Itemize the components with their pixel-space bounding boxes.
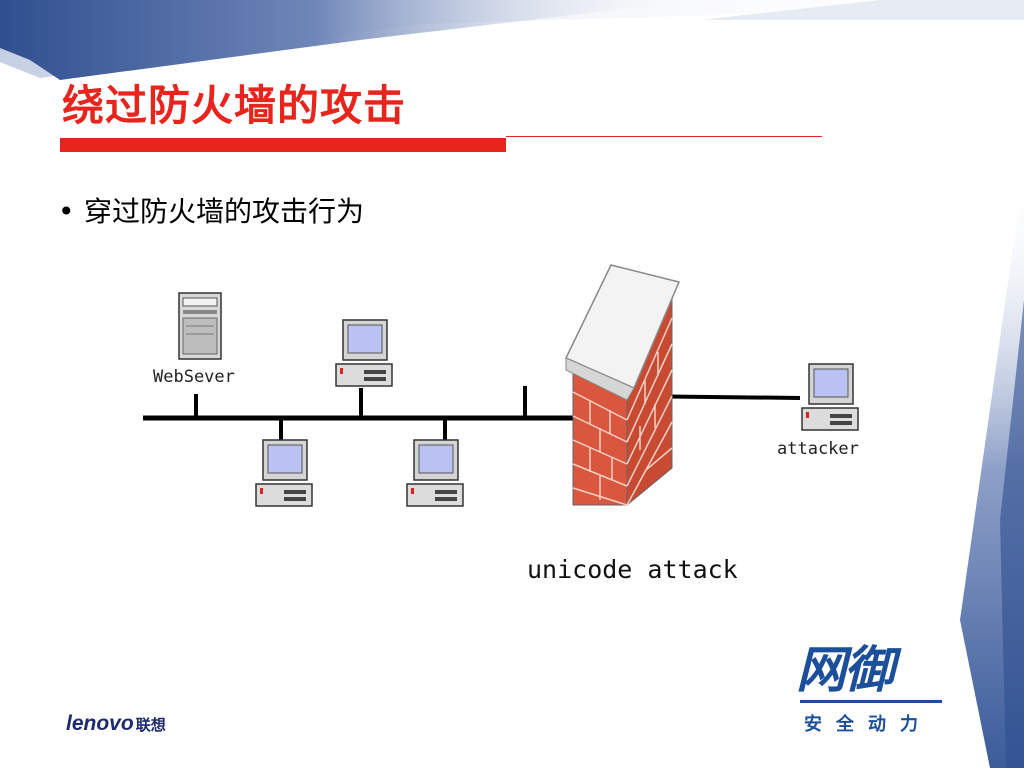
attacker-workstation-icon [801, 363, 859, 431]
title-underline-bar [60, 138, 506, 152]
firewall-wall-icon [564, 264, 681, 507]
brand-logo: 网御 安全动力 [796, 630, 946, 740]
diagram-caption: unicode attack [527, 555, 738, 584]
brand-logo-slogan: 安全动力 [804, 714, 932, 735]
webserver-icon [178, 292, 222, 360]
workstation-icon [255, 439, 313, 507]
network-bus [143, 386, 801, 440]
brand-logo-rule [800, 700, 942, 703]
webserver-label: WebSever [153, 367, 235, 387]
workstation-icon [406, 439, 464, 507]
brand-logo-name: 网御 [796, 641, 894, 699]
attacker-label: attacker [777, 439, 859, 459]
bullet-item: • 穿过防火墙的攻击行为 [58, 190, 364, 230]
title-underline-rule [506, 136, 822, 137]
bullet-dot-icon: • [58, 195, 75, 228]
lenovo-logo-text: lenovo [66, 712, 134, 735]
slide-title: 绕过防火墙的攻击 [62, 81, 407, 130]
workstation-icon [335, 319, 393, 387]
lenovo-logo-cn: 联想 [135, 717, 166, 734]
bullet-text: 穿过防火墙的攻击行为 [84, 195, 365, 228]
